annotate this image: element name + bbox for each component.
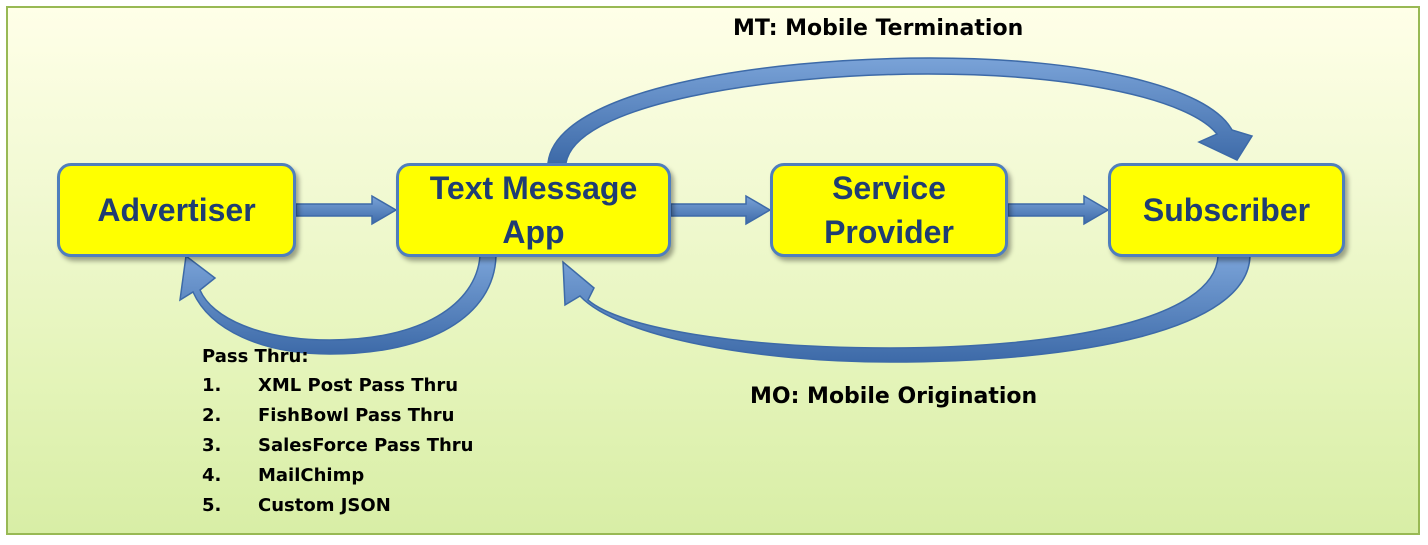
pass-thru-list-block: Pass Thru: 1. XML Post Pass Thru 2. Fish…: [202, 343, 474, 521]
list-item: 3. SalesForce Pass Thru: [202, 431, 474, 461]
list-item-label: FishBowl Pass Thru: [258, 405, 455, 426]
list-item: 5. Custom JSON: [202, 491, 474, 521]
list-item: 4. MailChimp: [202, 461, 474, 491]
node-service-provider: Service Provider: [770, 163, 1008, 257]
node-advertiser: Advertiser: [57, 163, 296, 257]
list-item: 1. XML Post Pass Thru: [202, 371, 474, 401]
arrow-service-provider-to-subscriber: [1007, 194, 1110, 226]
node-service-provider-label: Service Provider: [824, 170, 954, 250]
mt-label: MT: Mobile Termination: [733, 16, 1024, 41]
list-item-label: SalesForce Pass Thru: [258, 435, 474, 456]
arrow-advertiser-to-app: [295, 194, 398, 226]
pass-thru-list: 1. XML Post Pass Thru 2. FishBowl Pass T…: [202, 371, 474, 521]
arrow-app-to-service-provider: [670, 194, 772, 226]
list-item-label: XML Post Pass Thru: [258, 375, 459, 396]
list-item-label: MailChimp: [258, 465, 365, 486]
list-item-number: 1.: [202, 375, 222, 396]
node-subscriber-label: Subscriber: [1142, 192, 1311, 228]
node-subscriber: Subscriber: [1108, 163, 1345, 257]
list-item-number: 3.: [202, 435, 222, 456]
node-advertiser-label: Advertiser: [97, 192, 256, 228]
list-item: 2. FishBowl Pass Thru: [202, 401, 474, 431]
list-item-number: 4.: [202, 465, 222, 486]
node-text-message-app-label: Text Message App: [429, 170, 638, 250]
mo-label: MO: Mobile Origination: [750, 384, 1038, 409]
pass-thru-loop-arrow: [179, 254, 497, 355]
list-item-number: 5.: [202, 495, 222, 516]
pass-thru-title: Pass Thru:: [202, 346, 309, 367]
mt-loop-arrow: [547, 57, 1254, 164]
list-item-number: 2.: [202, 405, 222, 426]
node-text-message-app: Text Message App: [396, 163, 671, 257]
list-item-label: Custom JSON: [258, 495, 391, 516]
mo-loop-arrow: [562, 255, 1251, 363]
